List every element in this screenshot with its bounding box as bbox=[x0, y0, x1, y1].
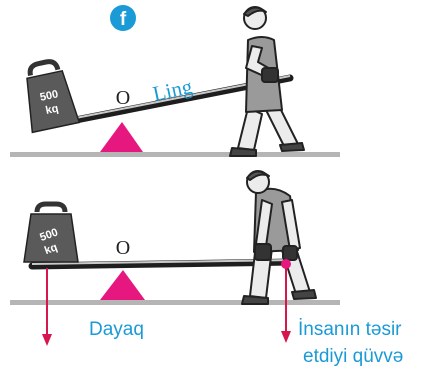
top-weight-icon: 500 kq bbox=[26, 59, 81, 134]
bottom-weight-icon: 500 kq bbox=[23, 201, 79, 263]
badge-letter: f bbox=[120, 9, 127, 30]
top-fulcrum-label: O bbox=[116, 87, 130, 109]
bottom-fulcrum-label: O bbox=[116, 237, 130, 259]
top-weight-text-500: 500 bbox=[39, 88, 59, 104]
top-ground bbox=[10, 152, 340, 157]
badge-f-icon: f bbox=[110, 5, 136, 31]
bottom-weight-text-500: 500 bbox=[38, 226, 59, 244]
force-label-line1: İnsanın təsir bbox=[298, 319, 402, 340]
force-label-line2: etdiyi qüvvə bbox=[303, 346, 403, 367]
bottom-person-icon bbox=[241, 170, 317, 305]
person-force-arrow-icon bbox=[281, 268, 291, 343]
top-person-icon bbox=[229, 6, 305, 157]
top-scene: 500 kq O Ling bbox=[10, 6, 340, 157]
force-point-icon bbox=[281, 259, 291, 269]
top-weight-text-kq: kq bbox=[45, 103, 60, 117]
top-fulcrum-triangle-icon bbox=[100, 122, 143, 152]
bottom-ground bbox=[10, 300, 340, 305]
bottom-fulcrum-triangle-icon bbox=[100, 270, 145, 300]
support-label: Dayaq bbox=[89, 319, 144, 340]
bottom-lever-bar bbox=[28, 258, 296, 270]
bottom-scene: 500 kq O Da bbox=[10, 170, 403, 367]
bottom-weight-text-kq: kq bbox=[43, 241, 59, 257]
weight-force-arrow-icon bbox=[42, 268, 52, 346]
